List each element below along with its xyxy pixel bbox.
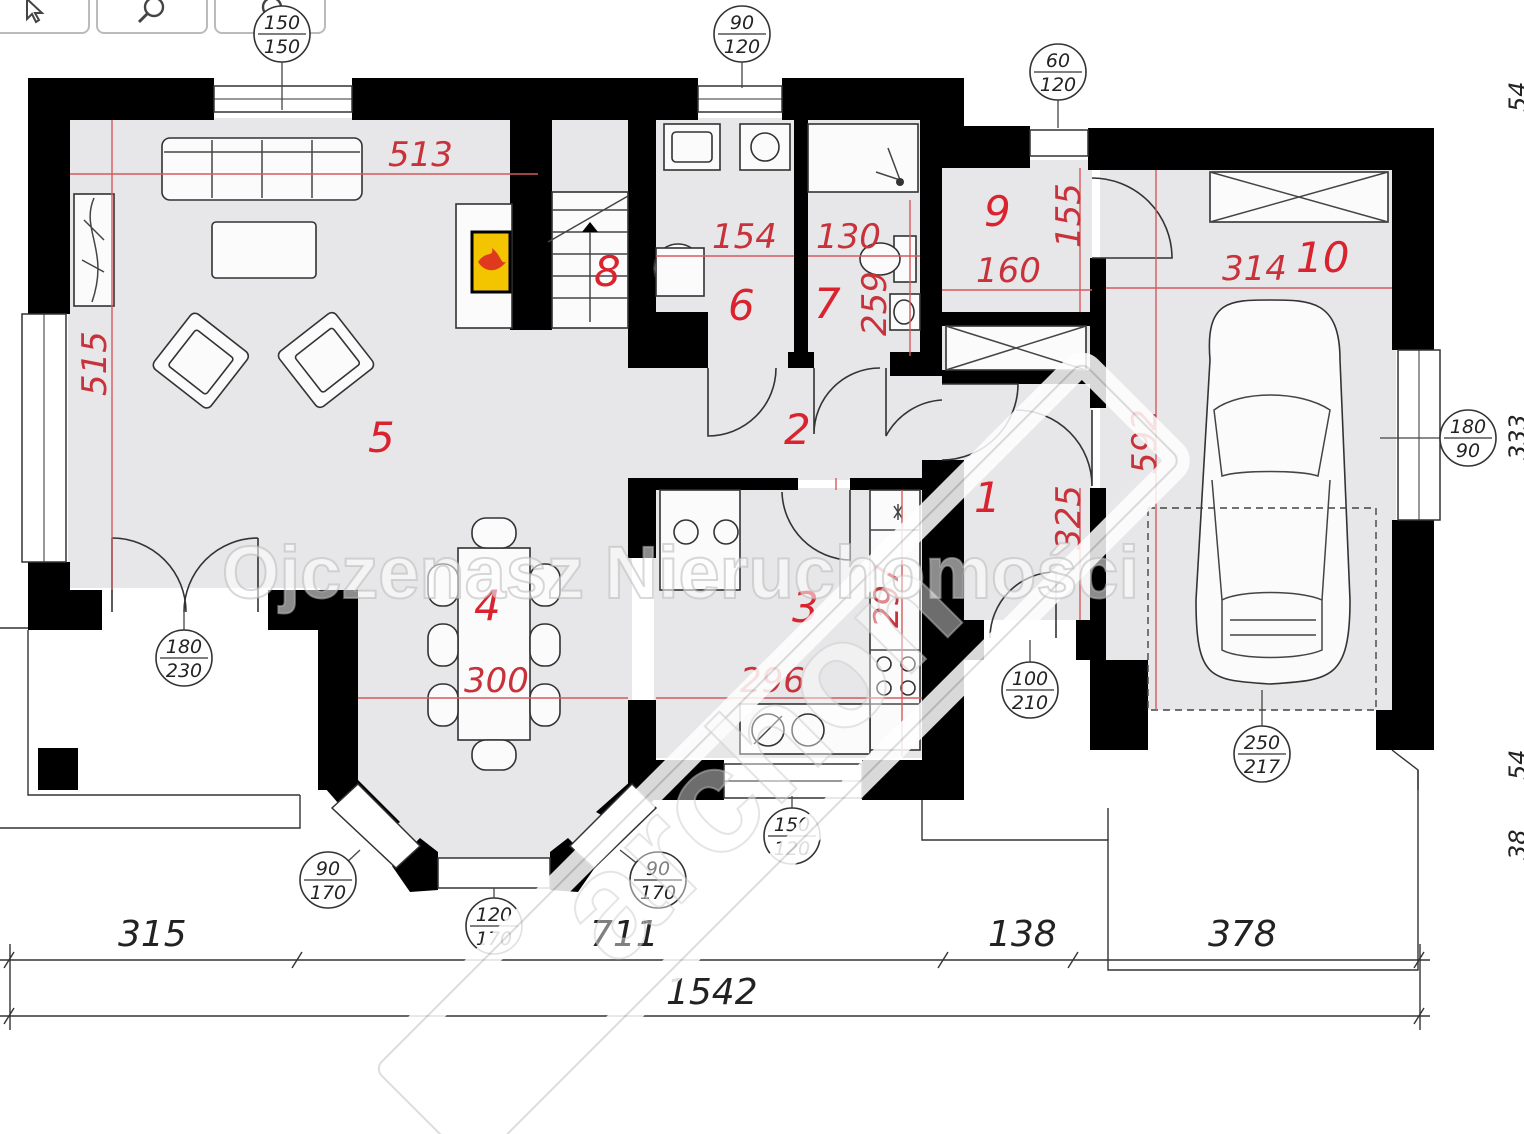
opening-height: 90 xyxy=(1456,440,1480,462)
opening-height: 120 xyxy=(1040,74,1076,96)
opening-width: 180 xyxy=(166,636,202,658)
dim-bottom-1: 315 xyxy=(118,914,187,955)
opening-height: 210 xyxy=(1012,692,1048,714)
opening-height: 217 xyxy=(1244,756,1280,778)
opening-height: 170 xyxy=(640,882,676,904)
dim-r7-height: 259 xyxy=(855,271,895,336)
terrace-post xyxy=(38,748,78,790)
dim-right-4: 38 xyxy=(1504,829,1524,860)
room-numbers: 1 2 3 4 5 6 7 8 9 10 xyxy=(368,187,1349,632)
dim-r6-width: 154 xyxy=(712,217,777,257)
opening-width: 180 xyxy=(1450,416,1486,438)
room-number-4: 4 xyxy=(474,581,501,630)
room-number-5: 5 xyxy=(368,413,395,462)
room-number-7: 7 xyxy=(814,279,841,328)
dim-right-2: 333 xyxy=(1504,414,1524,460)
dim-r9-height: 155 xyxy=(1049,183,1089,248)
watermark-agency: Ojczenasz Nieruchomości xyxy=(222,531,1139,614)
coffee-table xyxy=(211,221,317,279)
opening-height: 150 xyxy=(264,36,300,58)
dim-r4-width: 300 xyxy=(464,661,529,701)
cursor-icon xyxy=(26,0,45,24)
dim-bottom-4: 378 xyxy=(1208,914,1277,955)
opening-width: 90 xyxy=(316,858,340,880)
dim-r10-width: 314 xyxy=(1222,249,1287,289)
dim-bottom-2: 711 xyxy=(590,914,659,955)
dim-r1-height: 325 xyxy=(1049,485,1089,550)
terraces xyxy=(0,627,1419,971)
zoom-in-icon xyxy=(137,0,165,24)
right-edge-dimensions: 54 333 54 38 xyxy=(1504,81,1524,860)
room-number-8: 8 xyxy=(594,247,621,296)
plant-stand xyxy=(73,193,115,307)
staircase xyxy=(547,191,629,329)
dining-table xyxy=(427,517,561,771)
opening-height: 230 xyxy=(166,660,202,682)
opening-height: 120 xyxy=(724,36,760,58)
dim-right-3: 54 xyxy=(1504,749,1524,780)
opening-height: 170 xyxy=(310,882,346,904)
dim-bottom-total: 1542 xyxy=(666,972,758,1013)
armchair xyxy=(152,312,250,409)
plant-icon xyxy=(81,197,105,303)
dim-bottom-3: 138 xyxy=(988,914,1057,955)
opening-width: 60 xyxy=(1046,50,1070,72)
car xyxy=(1195,299,1351,685)
dim-r5-width: 513 xyxy=(388,135,453,175)
opening-width: 100 xyxy=(1012,668,1048,690)
dim-r5-height: 515 xyxy=(75,331,115,396)
opening-width: 150 xyxy=(264,12,300,34)
opening-width: 90 xyxy=(730,12,754,34)
dim-right-1: 54 xyxy=(1504,81,1524,112)
opening-width: 90 xyxy=(646,858,670,880)
armchair xyxy=(277,311,375,409)
room-number-6: 6 xyxy=(728,281,755,330)
furniture xyxy=(73,123,1389,771)
zoom-in-button[interactable] xyxy=(96,0,208,34)
room-number-9: 9 xyxy=(984,187,1011,236)
room-number-2: 2 xyxy=(784,405,811,454)
opening-width: 120 xyxy=(476,904,512,926)
overall-dimensions: 315 711 138 378 1542 xyxy=(118,914,1277,1013)
opening-width: 250 xyxy=(1244,732,1280,754)
dim-r9-width: 160 xyxy=(976,251,1041,291)
room-number-10: 10 xyxy=(1296,233,1349,282)
dim-r7-width: 130 xyxy=(816,217,881,257)
select-tool-button[interactable] xyxy=(0,0,90,34)
